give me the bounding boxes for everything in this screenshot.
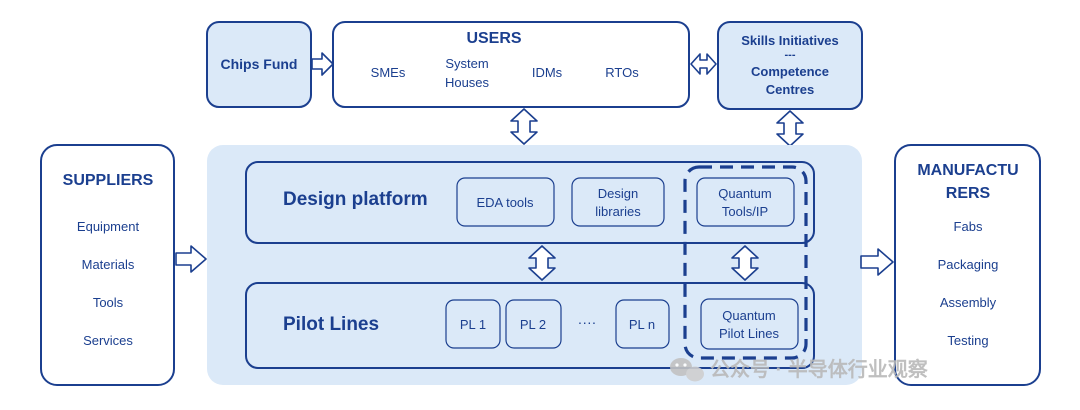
- pilot-line-2-box: [505, 299, 562, 349]
- design-platform-box: Design platform EDA tools Design librari…: [245, 161, 815, 244]
- arrow-right-icon: [175, 245, 207, 273]
- double-arrow-vertical-icon: [510, 108, 538, 145]
- chips-fund-label: Chips Fund: [221, 56, 298, 72]
- users-title: USERS: [466, 30, 521, 47]
- pilot-line-1-box: [445, 299, 501, 349]
- eda-tools-label: EDA tools: [476, 195, 534, 210]
- skills-line4: Centres: [766, 82, 814, 97]
- pilot-line-2-label: PL 2: [520, 317, 546, 332]
- suppliers-item-tools: Tools: [93, 295, 124, 310]
- users-item-houses: Houses: [445, 75, 490, 90]
- suppliers-title: SUPPLIERS: [63, 172, 154, 189]
- double-arrow-horizontal-icon: [690, 53, 717, 75]
- quantum-pilot-lines-box: [700, 298, 799, 350]
- design-libraries-box: [571, 177, 665, 227]
- manufacturers-item-testing: Testing: [947, 333, 988, 348]
- suppliers-item-equipment: Equipment: [77, 219, 140, 234]
- double-arrow-vertical-icon: [731, 245, 759, 281]
- users-item-idms: IDMs: [532, 65, 563, 80]
- quantum-group-outline: [683, 165, 808, 360]
- users-box: USERS SMEs System Houses IDMs RTOs: [332, 21, 690, 108]
- manufacturers-item-packaging: Packaging: [938, 257, 999, 272]
- quantum-tools-line2: Tools/IP: [722, 204, 768, 219]
- design-platform-title: Design platform: [283, 189, 428, 210]
- suppliers-box: SUPPLIERS Equipment Materials Tools Serv…: [40, 144, 175, 386]
- quantum-pilot-lines-line2: Pilot Lines: [719, 326, 779, 341]
- arrow-right-icon: [860, 248, 894, 276]
- pilot-lines-ellipsis: ····: [578, 314, 597, 330]
- suppliers-item-materials: Materials: [82, 257, 135, 272]
- pilot-line-1-label: PL 1: [460, 317, 486, 332]
- double-arrow-vertical-icon: [528, 245, 556, 281]
- manufacturers-item-assembly: Assembly: [940, 295, 997, 310]
- pilot-line-n-box: [615, 299, 670, 349]
- eda-tools-box: [456, 177, 555, 227]
- skills-line3: Competence: [751, 64, 829, 79]
- double-arrow-vertical-icon: [776, 110, 804, 147]
- skills-line1: Skills Initiatives: [741, 33, 839, 48]
- watermark: 公众号 · 半导体行业观察: [670, 357, 929, 382]
- skills-separator: ---: [785, 49, 796, 61]
- arrow-right-icon: [311, 52, 334, 76]
- pilot-lines-title: Pilot Lines: [283, 314, 379, 335]
- quantum-tools-line1: Quantum: [718, 186, 771, 201]
- design-libraries-line1: Design: [598, 186, 638, 201]
- users-item-rtos: RTOs: [605, 65, 639, 80]
- manufacturers-box: MANUFACTU RERS Fabs Packaging Assembly T…: [894, 144, 1041, 386]
- users-item-system: System: [445, 56, 488, 71]
- design-libraries-line2: libraries: [595, 204, 641, 219]
- manufacturers-title-line1: MANUFACTU: [917, 162, 1018, 179]
- pilot-line-n-label: PL n: [629, 317, 655, 332]
- suppliers-item-services: Services: [83, 333, 133, 348]
- wechat-icon: [670, 358, 704, 382]
- skills-box: Skills Initiatives --- Competence Centre…: [717, 21, 863, 110]
- manufacturers-item-fabs: Fabs: [954, 219, 983, 234]
- watermark-text: 公众号 · 半导体行业观察: [710, 357, 929, 381]
- users-item-smes: SMEs: [371, 65, 406, 80]
- quantum-pilot-lines-line1: Quantum: [722, 308, 775, 323]
- chips-fund-box: Chips Fund: [206, 21, 312, 108]
- quantum-tools-box: [696, 177, 795, 227]
- pilot-lines-box: Pilot Lines PL 1 PL 2 ···· PL n Quantum …: [245, 282, 815, 369]
- manufacturers-title-line2: RERS: [946, 185, 991, 202]
